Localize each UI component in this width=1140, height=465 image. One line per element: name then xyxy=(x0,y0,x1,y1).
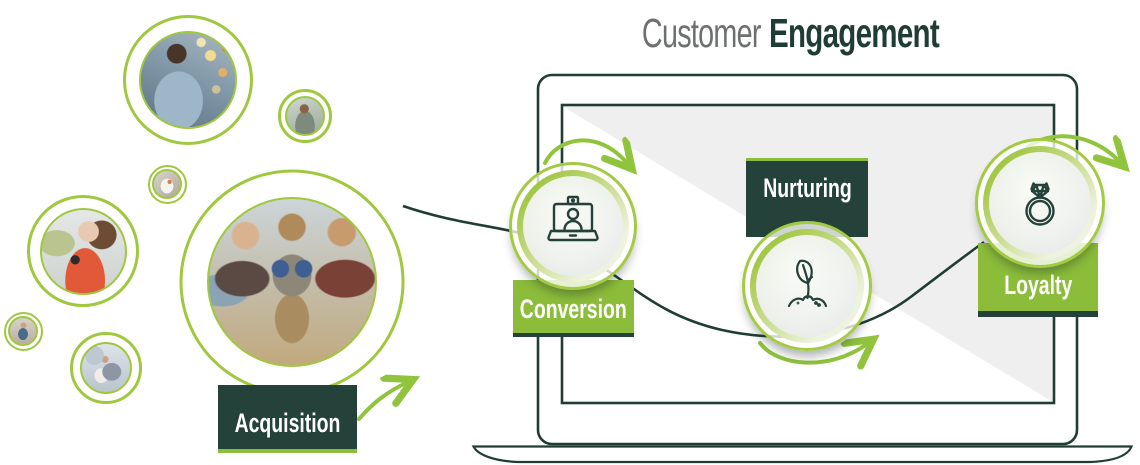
man-browsing-phone-photo xyxy=(139,31,237,129)
couple-at-fair-photo xyxy=(80,342,132,394)
loyalty-circle xyxy=(975,138,1105,268)
laptop-base xyxy=(471,445,1134,464)
hand-holding-card-photo xyxy=(152,169,182,199)
diamond-ring-icon xyxy=(1025,182,1055,226)
loyalty-label-text: Loyalty xyxy=(1003,270,1073,300)
man-small-photo xyxy=(285,96,325,136)
bubble-ring xyxy=(27,195,139,307)
seedling-icon xyxy=(787,259,828,308)
nurturing-label-text: Nurturing xyxy=(762,173,852,203)
conversion-circle-inner xyxy=(523,176,623,276)
page-title: Customer Engagement xyxy=(598,10,998,57)
bubble-ring xyxy=(70,332,142,404)
arrow-from-nurturing-icon xyxy=(758,343,867,363)
acquisition-label-text: Acquisition xyxy=(234,408,341,438)
nurturing-circle xyxy=(742,221,872,351)
bubble-ring xyxy=(4,312,43,351)
street-crowd-photo xyxy=(207,197,377,367)
bubble-ring xyxy=(123,15,253,145)
video-call-laptop-icon xyxy=(547,195,599,242)
conversion-label-text: Conversion xyxy=(520,294,627,324)
arrow-to-conversion-icon xyxy=(543,140,627,163)
woman-with-phone-photo xyxy=(40,208,127,295)
title-customer: Customer xyxy=(641,10,762,56)
title-engagement: Engagement xyxy=(769,10,940,56)
arrow-from-acquisition-icon xyxy=(357,383,406,421)
bubble-ring xyxy=(148,165,187,204)
nurturing-circle-inner xyxy=(756,235,858,337)
conversion-label: Conversion xyxy=(513,280,634,337)
pedestrian-tiny-photo xyxy=(8,316,38,346)
bubble-ring xyxy=(278,89,332,143)
loyalty-circle-inner xyxy=(989,152,1091,254)
acquisition-label: Acquisition xyxy=(218,385,357,453)
conversion-circle xyxy=(509,162,637,290)
